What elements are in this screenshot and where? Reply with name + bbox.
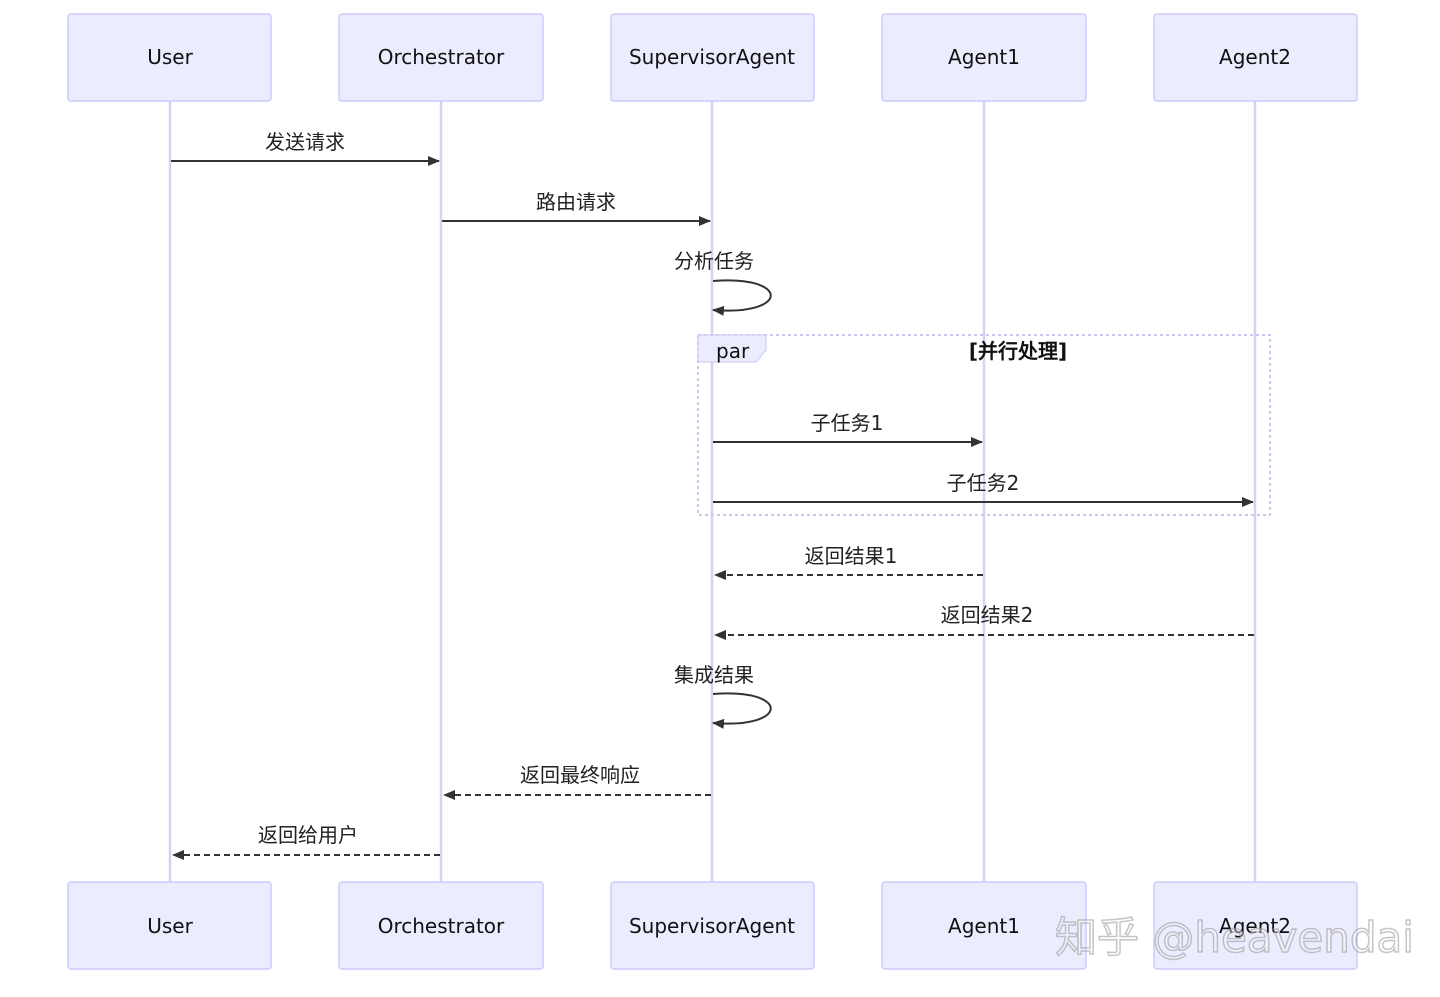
watermark: 知乎 @heavendai xyxy=(1055,913,1414,962)
message-label: 子任务1 xyxy=(811,411,884,435)
message-return-to-user: 返回给用户 xyxy=(172,823,440,860)
actor-supervisoragent-bottom: SupervisorAgent xyxy=(610,881,815,970)
actor-orchestrator-top: Orchestrator xyxy=(338,13,544,102)
actor-label: User xyxy=(147,45,193,69)
actor-label: Agent2 xyxy=(1219,914,1291,938)
actor-agent2-top: Agent2 xyxy=(1153,13,1358,102)
message-route-request: 路由请求 xyxy=(442,190,711,226)
actor-user-bottom: User xyxy=(67,881,272,970)
par-title: [并行处理] xyxy=(969,339,1067,363)
actor-label: SupervisorAgent xyxy=(629,45,795,69)
message-return-final-response: 返回最终响应 xyxy=(443,763,711,800)
lifelines xyxy=(168,101,1257,882)
actor-label: Orchestrator xyxy=(378,914,505,938)
message-subtask-2: 子任务2 xyxy=(713,471,1254,507)
message-label: 发送请求 xyxy=(265,130,345,154)
actor-supervisoragent-top: SupervisorAgent xyxy=(610,13,815,102)
self-loop-arrow xyxy=(712,279,772,316)
message-return-result-1: 返回结果1 xyxy=(714,544,983,580)
message-subtask-1: 子任务1 xyxy=(713,411,983,447)
message-label: 返回最终响应 xyxy=(520,763,640,787)
actor-label: User xyxy=(147,914,193,938)
actor-orchestrator-bottom: Orchestrator xyxy=(338,881,544,970)
actor-label: Agent1 xyxy=(948,45,1020,69)
par-tag-label: par xyxy=(716,339,750,363)
par-frame xyxy=(697,334,1271,516)
par-block: par [并行处理] xyxy=(697,334,1271,516)
actor-user-top: User xyxy=(67,13,272,102)
messages: 发送请求 路由请求 分析任务 子任务1 子任务2 返回结果1 返 xyxy=(171,130,1254,860)
message-label: 集成结果 xyxy=(674,663,754,687)
actor-label: SupervisorAgent xyxy=(629,914,795,938)
actors-top: User Orchestrator SupervisorAgent Agent1… xyxy=(67,13,1358,102)
self-loop-arrow xyxy=(712,692,772,729)
message-label: 返回给用户 xyxy=(258,823,358,847)
actors-bottom: User Orchestrator SupervisorAgent Agent1… xyxy=(67,881,1358,970)
message-send-request: 发送请求 xyxy=(171,130,440,166)
message-integrate-results: 集成结果 xyxy=(674,663,772,729)
actor-label: Orchestrator xyxy=(378,45,505,69)
message-label: 返回结果2 xyxy=(941,603,1034,627)
actor-label: Agent2 xyxy=(1219,45,1291,69)
message-label: 返回结果1 xyxy=(805,544,898,568)
message-label: 子任务2 xyxy=(947,471,1020,495)
actor-agent1-top: Agent1 xyxy=(881,13,1087,102)
message-analyze-task: 分析任务 xyxy=(674,249,772,316)
actor-agent2-bottom: Agent2 xyxy=(1153,881,1358,970)
message-return-result-2: 返回结果2 xyxy=(714,603,1254,640)
actor-agent1-bottom: Agent1 xyxy=(881,881,1087,970)
actor-label: Agent1 xyxy=(948,914,1020,938)
message-label: 路由请求 xyxy=(536,190,616,214)
par-tag-shape xyxy=(697,334,767,363)
message-label: 分析任务 xyxy=(674,249,754,273)
